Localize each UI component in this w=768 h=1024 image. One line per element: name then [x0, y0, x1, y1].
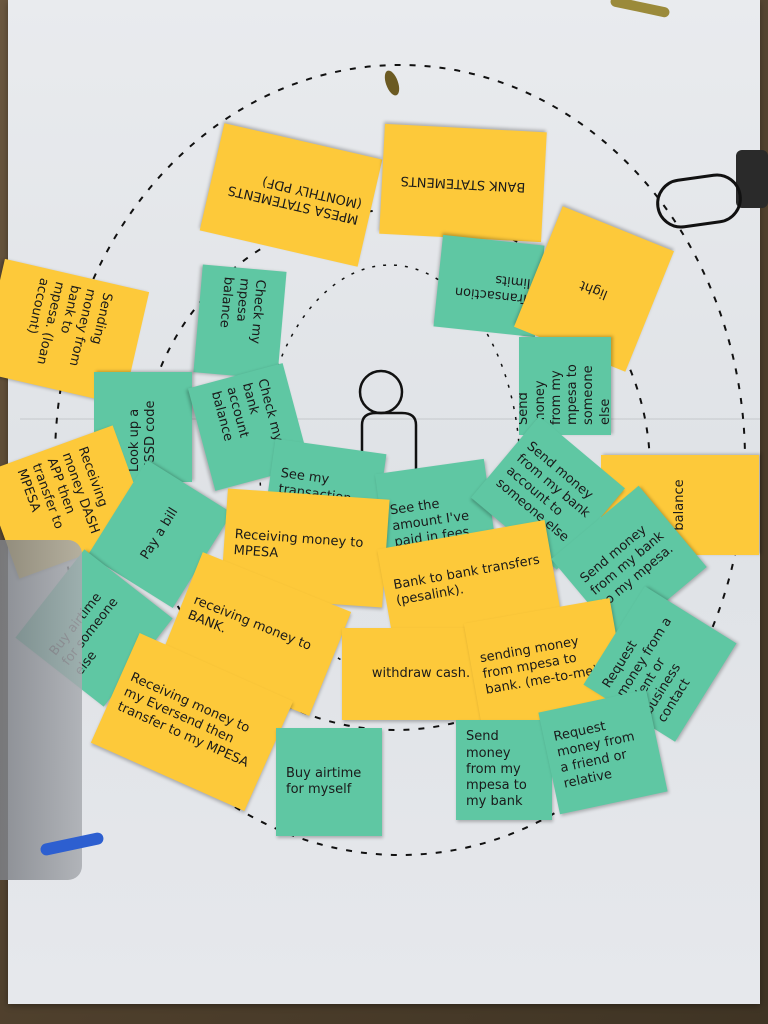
- note-buy-airtime-myself: Buy airtime for myself: [276, 728, 382, 836]
- laptop-edge: [0, 540, 82, 880]
- paper-fold: [20, 418, 760, 420]
- note-send-mpesa-to-bank: Send money from my mpesa to my bank: [456, 720, 552, 820]
- note-send-mpesa-to-someone: Send money from my mpesa to someone else: [519, 337, 611, 435]
- note-bank-statements: BANK STATEMENTS: [379, 123, 547, 243]
- note-check-mpesa-balance: Check my mpesa balance: [193, 264, 287, 380]
- person-body: [360, 411, 418, 480]
- cord-plug: [736, 150, 768, 208]
- person-head: [358, 369, 404, 415]
